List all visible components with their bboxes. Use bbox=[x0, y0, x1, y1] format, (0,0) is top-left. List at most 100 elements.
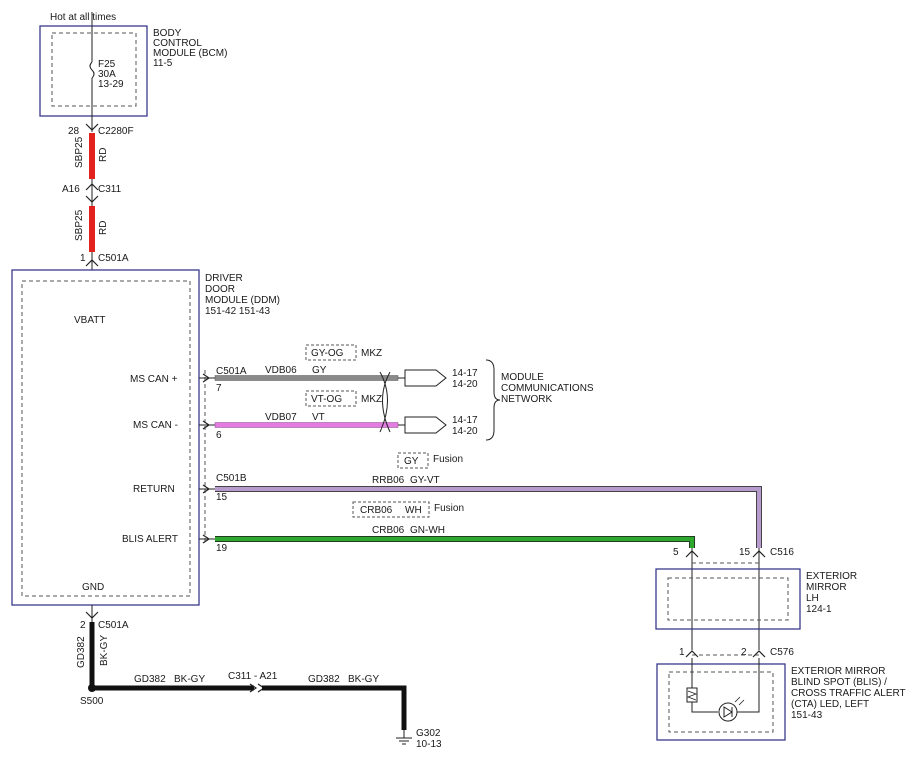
can-minus-circuit: VDB07 bbox=[265, 412, 297, 423]
exterior-mirror-module bbox=[655, 562, 801, 656]
fuse-icon bbox=[89, 61, 95, 79]
network-label-2: COMMUNICATIONS bbox=[501, 383, 594, 394]
gnd-run1-color: BK-GY bbox=[174, 674, 205, 685]
c516-pin-left: 5 bbox=[673, 547, 679, 558]
fuse-id: F25 bbox=[98, 59, 116, 70]
blis-led-title-2: BLIND SPOT (BLIS) / bbox=[791, 677, 887, 688]
wire-vdb07 bbox=[214, 422, 399, 428]
ddm-title-2: DOOR bbox=[205, 284, 235, 295]
can-minus-alt-box bbox=[305, 390, 357, 407]
ddm-mscan-plus-label: MS CAN + bbox=[130, 374, 178, 385]
splice-label: S500 bbox=[80, 696, 104, 707]
can-minus-ref2: 14-20 bbox=[452, 426, 478, 437]
can-minus-arrow-icon bbox=[404, 416, 447, 434]
return-alt-color: GY bbox=[404, 456, 419, 467]
wire-top-color: RD bbox=[98, 148, 109, 162]
mirror-title-3: LH bbox=[806, 593, 819, 604]
return-conn: C501B bbox=[216, 473, 247, 484]
c576-id: C576 bbox=[770, 647, 794, 658]
c311-id: C311 bbox=[98, 184, 122, 195]
c576-pin-right: 2 bbox=[741, 647, 747, 658]
gnd-run2-color: BK-GY bbox=[348, 674, 379, 685]
fuse-ref: 13-29 bbox=[98, 79, 124, 90]
wire-sbp25-top bbox=[89, 133, 95, 179]
can-plus-color: GY bbox=[312, 365, 327, 376]
wire-vdb06 bbox=[214, 375, 399, 381]
ground-id: G302 bbox=[416, 728, 441, 739]
ground-icon bbox=[396, 730, 412, 745]
ddm-return-label: RETURN bbox=[133, 484, 175, 495]
can-minus-ref1: 14-17 bbox=[452, 415, 478, 426]
can-plus-alt-box bbox=[305, 344, 357, 361]
blis-color: GN-WH bbox=[410, 525, 445, 536]
c516-pin-right: 15 bbox=[739, 547, 751, 558]
mirror-title-2: MIRROR bbox=[806, 582, 847, 593]
twisted-pair-icon bbox=[379, 371, 391, 433]
c311-a21-label: C311 - A21 bbox=[228, 671, 278, 682]
blis-led-title-4: (CTA) LED, LEFT bbox=[791, 699, 869, 710]
c2280f-connector-icon bbox=[85, 123, 99, 131]
network-brace-icon bbox=[485, 359, 501, 441]
blis-led-module bbox=[656, 658, 786, 741]
bcm-title-1: BODY bbox=[153, 28, 182, 39]
c311-connector-icon-down bbox=[85, 195, 99, 203]
can-plus-alt-model: MKZ bbox=[361, 348, 382, 359]
c501a-bot-connector-icon bbox=[85, 611, 99, 619]
return-alt-box bbox=[397, 452, 429, 469]
ddm-mscan-minus-label: MS CAN - bbox=[133, 420, 178, 431]
return-alt-model: Fusion bbox=[433, 454, 463, 465]
mirror-title-1: EXTERIOR bbox=[806, 571, 857, 582]
gnd-wire-color: BK-GY bbox=[99, 635, 110, 666]
blis-led-title-5: 151-43 bbox=[791, 710, 823, 721]
c501a-top-connector-icon bbox=[85, 259, 99, 267]
ddm-gnd-label: GND bbox=[82, 582, 104, 593]
c501a-bot-pin: 2 bbox=[80, 620, 86, 631]
c2280f-id: C2280F bbox=[98, 126, 134, 137]
c501a-top-pin: 1 bbox=[80, 253, 86, 264]
blis-alt-color: WH bbox=[405, 505, 422, 516]
return-pin: 15 bbox=[216, 492, 228, 503]
c516-id: C516 bbox=[770, 547, 794, 558]
gnd-run2-circuit: GD382 bbox=[308, 674, 340, 685]
c501a-top-id: C501A bbox=[98, 253, 129, 264]
network-label-1: MODULE bbox=[501, 372, 544, 383]
blis-circuit: CRB06 bbox=[372, 525, 405, 536]
c311-pin: A16 bbox=[62, 184, 80, 195]
can-plus-pin: 7 bbox=[216, 383, 222, 394]
hot-label: Hot at all times bbox=[50, 12, 116, 23]
bcm-title-2: CONTROL bbox=[153, 38, 202, 49]
can-minus-alt-model: MKZ bbox=[361, 394, 382, 405]
wire-crb06 bbox=[215, 537, 694, 548]
ddm-vbatt-label: VBATT bbox=[74, 315, 105, 326]
bcm-module: F25 30A 13-29 bbox=[39, 25, 148, 117]
ddm-title-3: MODULE (DDM) bbox=[205, 295, 280, 306]
gnd-wire-circuit: GD382 bbox=[76, 636, 87, 668]
can-minus-alt-color: VT-OG bbox=[311, 394, 342, 405]
gnd-run1-circuit: GD382 bbox=[134, 674, 166, 685]
wire-sbp25-mid bbox=[89, 206, 95, 252]
wire-mid-color: RD bbox=[98, 221, 109, 235]
led-icon bbox=[718, 702, 738, 722]
blis-alt-model: Fusion bbox=[434, 503, 464, 514]
c2280f-pin: 28 bbox=[68, 126, 80, 137]
wire-rrb06 bbox=[215, 487, 761, 548]
wire-top-circuit: SBP25 bbox=[74, 136, 85, 168]
can-plus-ref2: 14-20 bbox=[452, 379, 478, 390]
bcm-title-4: 11-5 bbox=[153, 58, 173, 69]
can-minus-color: VT bbox=[312, 412, 325, 423]
blis-alt-box bbox=[352, 501, 430, 518]
fuse-rating: 30A bbox=[98, 69, 116, 80]
ddm-title-1: DRIVER bbox=[205, 273, 243, 284]
wire-gd382-run2 bbox=[262, 685, 407, 730]
can-plus-arrow-icon bbox=[404, 369, 447, 387]
c311-a21-connector-icon-a bbox=[249, 683, 258, 693]
blis-alt-circuit: CRB06 bbox=[360, 505, 393, 516]
blis-led-title-3: CROSS TRAFFIC ALERT bbox=[791, 688, 906, 699]
c576-pin1-icon bbox=[685, 650, 699, 658]
blis-led-title-1: EXTERIOR MIRROR bbox=[791, 666, 885, 677]
can-plus-alt-color: GY-OG bbox=[311, 348, 344, 359]
can-plus-ref1: 14-17 bbox=[452, 368, 478, 379]
ground-ref: 10-13 bbox=[416, 739, 442, 750]
c576-pin2-icon bbox=[752, 650, 766, 658]
